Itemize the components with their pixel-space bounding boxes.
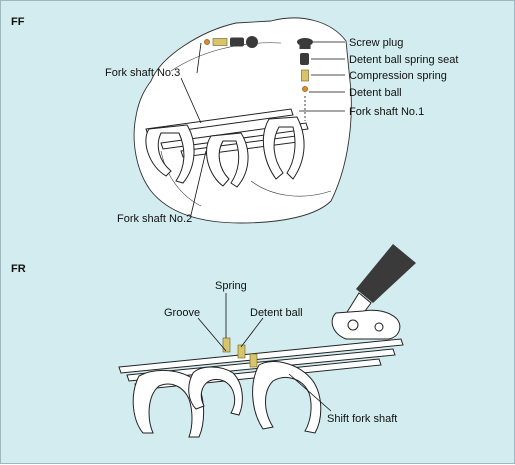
- label-spring: Spring: [215, 280, 247, 292]
- leader-lines-ff: [180, 41, 345, 216]
- detent-ball-icon: [302, 86, 308, 92]
- shift-fork-right: [252, 361, 322, 434]
- compression-spring-icon: [301, 69, 309, 82]
- label-fork-shaft-no3: Fork shaft No.3: [105, 67, 180, 79]
- shift-lever: [331, 244, 416, 340]
- shift-lever-housing: [331, 309, 401, 340]
- compression-spring-icon: [212, 38, 228, 46]
- shift-fork-middle: [188, 366, 243, 416]
- shift-fork-3: [262, 116, 305, 180]
- label-compression-spring: Compression spring: [349, 70, 447, 82]
- label-detent-ball-fr: Detent ball: [250, 307, 303, 319]
- label-detent-ball-spring-seat: Detent ball spring seat: [349, 54, 458, 66]
- spring-seat-icon: [300, 53, 309, 65]
- detent-parts-column-ff: [297, 38, 313, 121]
- screw-plug-icon: [246, 36, 258, 48]
- spring-icon: [222, 337, 231, 353]
- label-fork-shaft-no1: Fork shaft No.1: [349, 106, 424, 118]
- shift-fork-1: [145, 124, 195, 184]
- shift-forks-ff: [145, 116, 305, 188]
- label-shift-fork-shaft: Shift fork shaft: [327, 413, 397, 425]
- detent-parts-row-ff: [196, 36, 258, 74]
- spring-icon: [249, 353, 258, 368]
- section-title-ff: FF: [11, 16, 25, 28]
- leader-lines-fr: [197, 293, 332, 412]
- detent-ball-icon: [204, 39, 210, 45]
- shift-forks-fr: [132, 361, 322, 438]
- spring-seat-icon: [230, 37, 244, 47]
- shift-fork-2: [206, 132, 249, 188]
- label-groove: Groove: [164, 307, 200, 319]
- spring-icon: [237, 344, 246, 359]
- label-fork-shaft-no2: Fork shaft No.2: [117, 213, 192, 225]
- section-title-fr: FR: [11, 263, 26, 275]
- label-detent-ball-ff: Detent ball: [349, 87, 402, 99]
- springs-fr: [222, 337, 258, 368]
- shift-lever-boot: [356, 244, 416, 303]
- label-screw-plug: Screw plug: [349, 37, 403, 49]
